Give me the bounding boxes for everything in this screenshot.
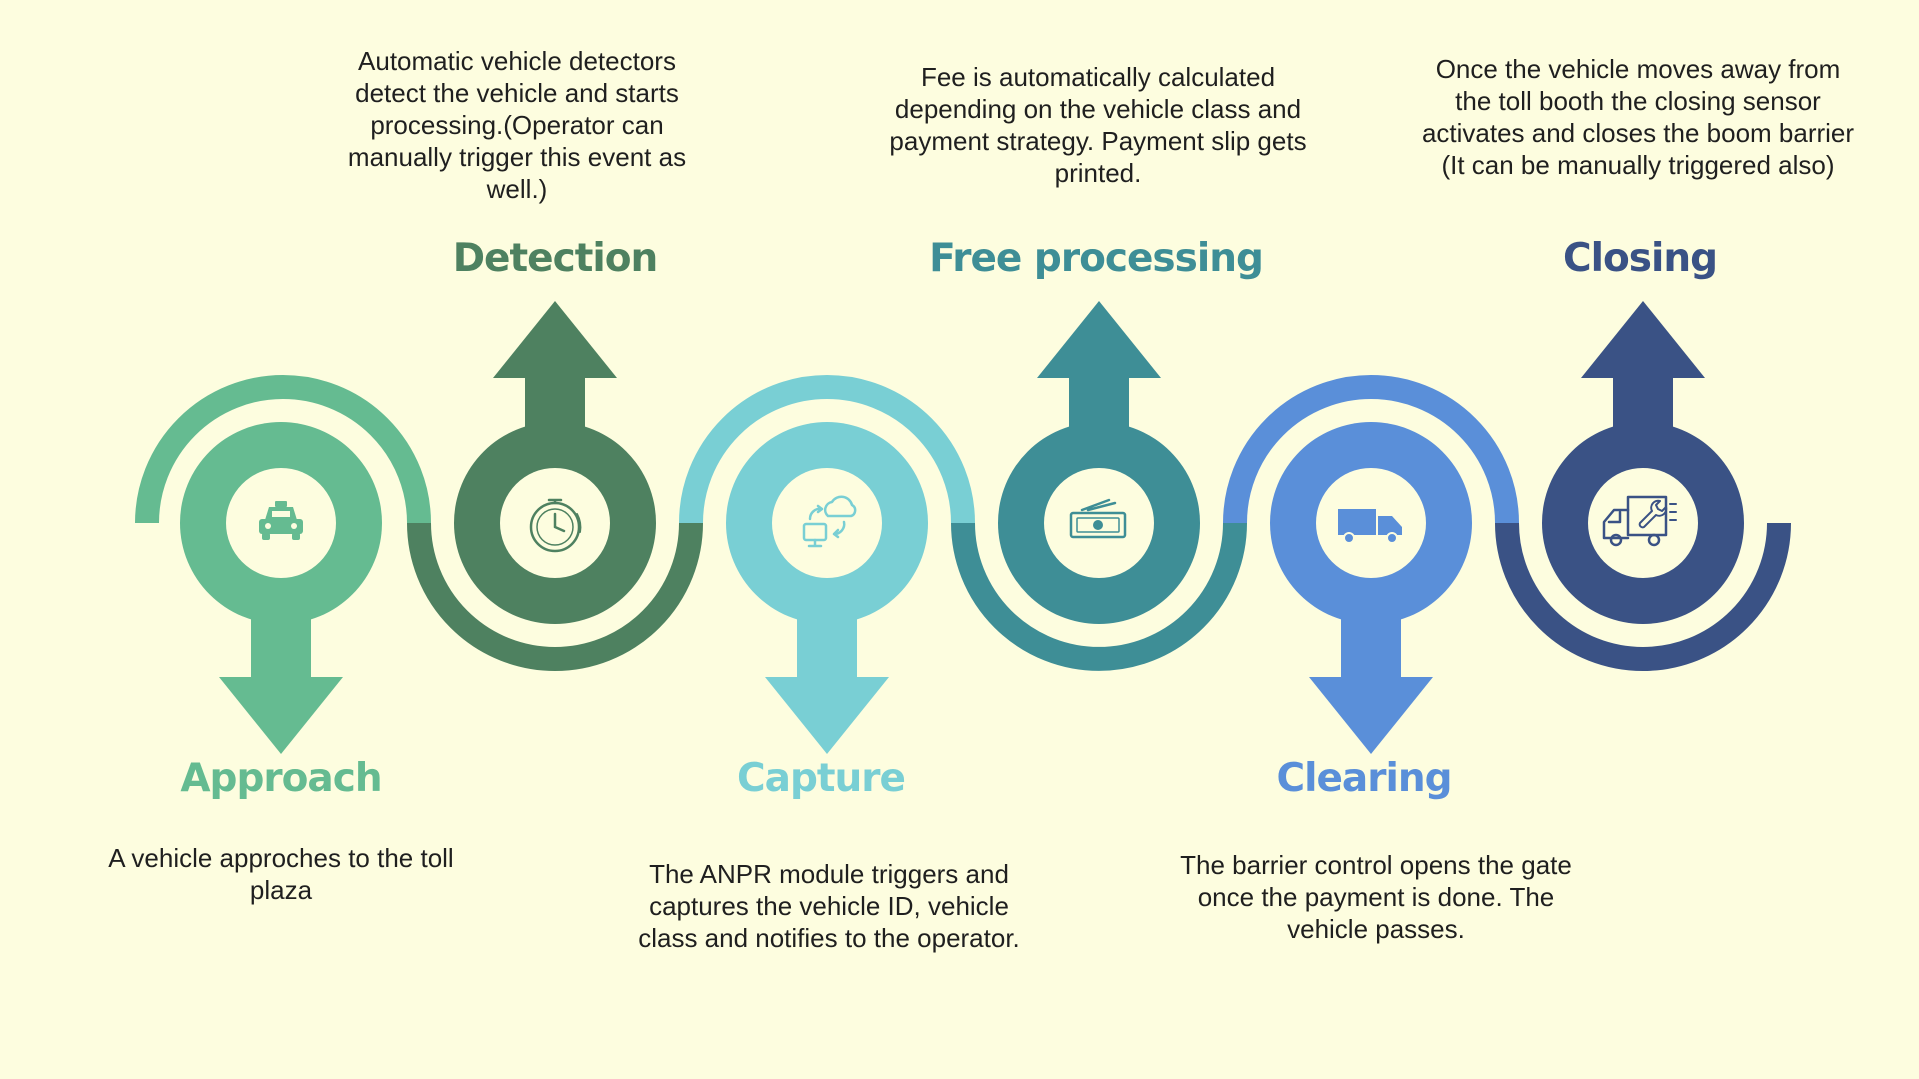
closing-arrow-shaft xyxy=(1613,368,1673,446)
step-free-processing xyxy=(951,301,1247,671)
taxi-icon xyxy=(259,501,303,540)
capture-arc xyxy=(679,375,975,524)
detection-arrow-shaft xyxy=(525,368,585,446)
closing-arrow-head xyxy=(1581,301,1705,378)
step-clearing xyxy=(1223,375,1519,754)
approach-arrow-shaft xyxy=(251,600,311,678)
capture-icon-bg xyxy=(772,468,882,578)
closing-icon-bg xyxy=(1588,468,1698,578)
title-detection: Detection xyxy=(452,236,659,281)
title-capture: Capture xyxy=(737,756,906,801)
capture-arrow-shaft xyxy=(797,600,857,678)
detection-arrow-head xyxy=(493,301,617,378)
approach-arc xyxy=(135,375,431,524)
detection-arc xyxy=(407,522,703,671)
money-icon xyxy=(1069,498,1127,539)
clearing-arrow-shaft xyxy=(1341,600,1401,678)
processing-arrow-shaft xyxy=(1069,368,1129,446)
cloud-sync-icon xyxy=(802,495,857,548)
capture-arrow-head xyxy=(765,677,889,754)
processing-arrow-head xyxy=(1037,301,1161,378)
step-capture xyxy=(679,375,975,754)
desc-free-processing: Fee is automatically calculated dependin… xyxy=(889,62,1307,188)
desc-closing: Once the vehicle moves away from the tol… xyxy=(1421,54,1855,180)
approach-arrow-head xyxy=(219,677,343,754)
desc-detection: Automatic vehicle detectors detect the v… xyxy=(347,46,687,204)
desc-capture: The ANPR module triggers and captures th… xyxy=(638,859,1020,953)
desc-clearing: The barrier control opens the gate once … xyxy=(1180,850,1572,944)
step-approach xyxy=(135,375,431,754)
truck-icon xyxy=(1338,509,1402,544)
step-closing xyxy=(1495,301,1791,671)
desc-approach: A vehicle approches to the toll plaza xyxy=(108,843,454,905)
title-closing: Closing xyxy=(1562,236,1718,281)
clearing-arrow-head xyxy=(1309,677,1433,754)
stopwatch-icon xyxy=(529,498,582,553)
truck-repair-icon xyxy=(1602,495,1677,547)
title-free-processing: Free processing xyxy=(929,236,1264,281)
title-clearing: Clearing xyxy=(1276,756,1452,801)
processing-arc xyxy=(951,522,1247,671)
clearing-arc xyxy=(1223,375,1519,524)
closing-arc xyxy=(1495,522,1791,671)
step-detection xyxy=(407,301,703,671)
title-approach: Approach xyxy=(180,756,382,801)
